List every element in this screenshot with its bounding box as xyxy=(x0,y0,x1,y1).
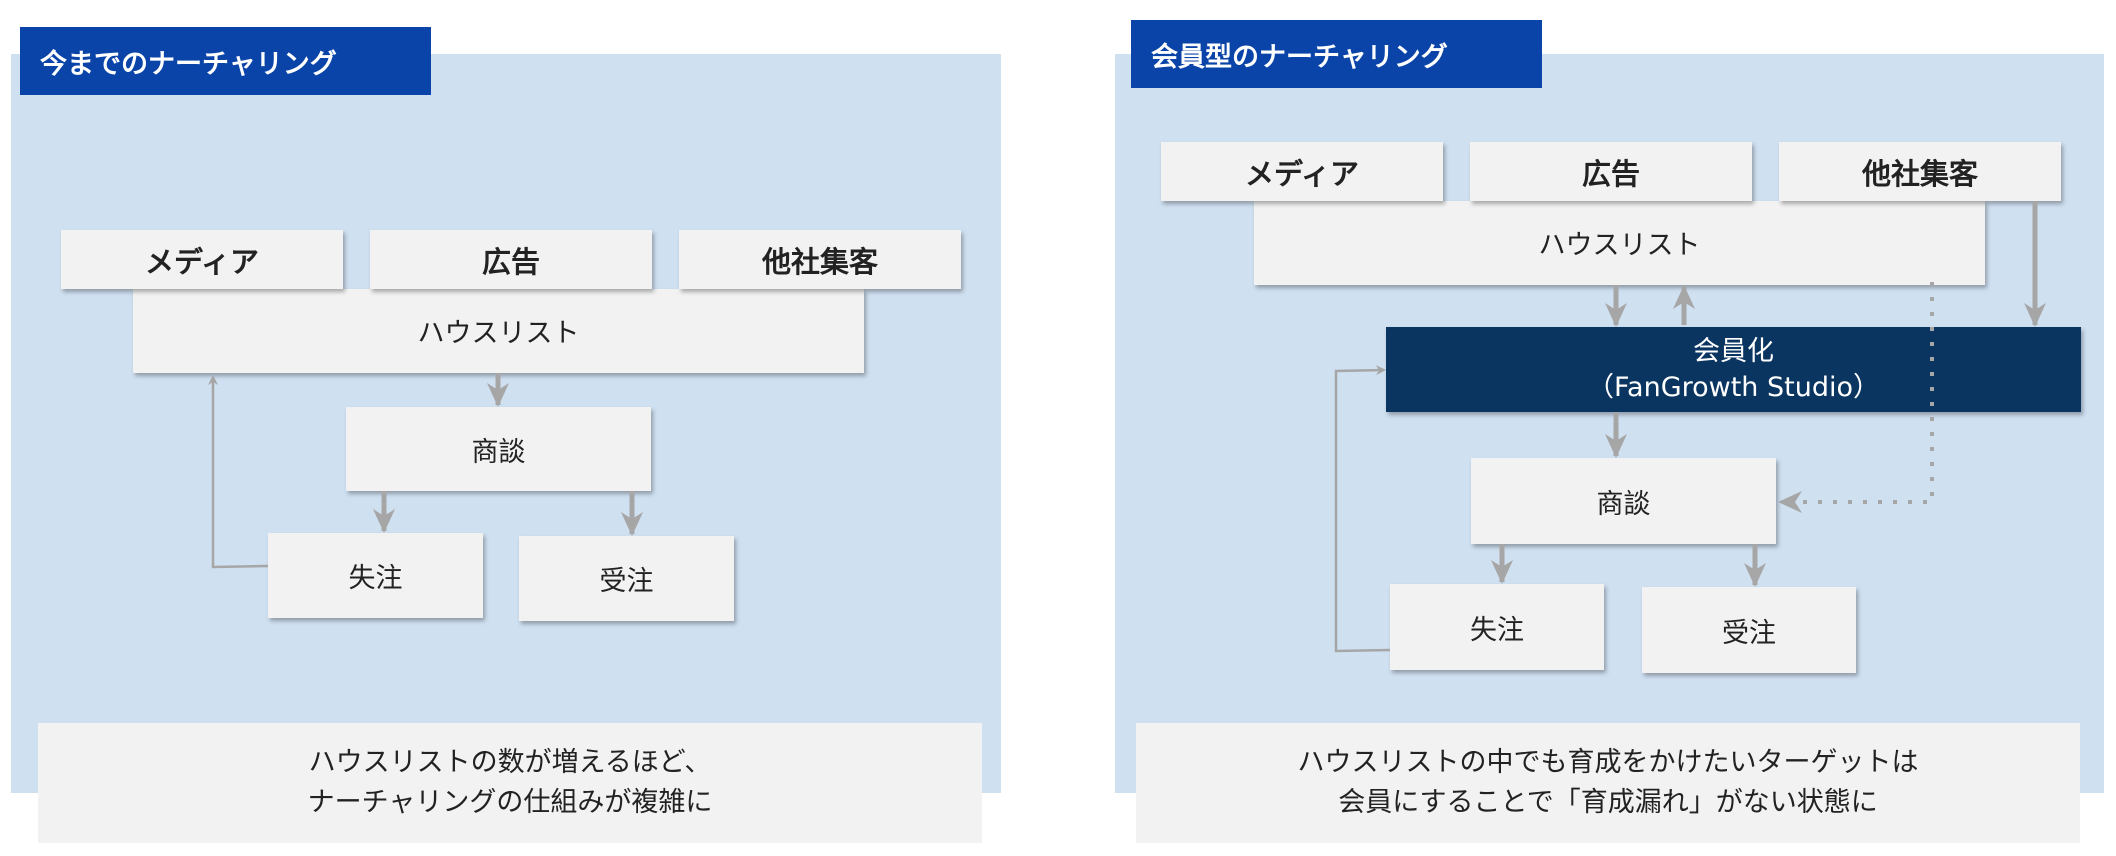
left-negotiation: 商談 xyxy=(346,407,651,491)
right-note-line2: 会員にすることで「育成漏れ」がない状態に xyxy=(1338,787,1878,818)
right-won: 受注 xyxy=(1642,587,1856,673)
left-source-partners: 他社集客 xyxy=(679,230,961,289)
right-house-list: ハウスリスト xyxy=(1254,201,1985,285)
membership-product: （FanGrowth Studio） xyxy=(1586,371,1881,403)
right-note-line1: ハウスリストの中でも育成をかけたいターゲットは xyxy=(1297,747,1919,778)
arrow-left-lost-feedback xyxy=(208,375,269,569)
right-source-partners: 他社集客 xyxy=(1779,142,2061,201)
right-source-media: メディア xyxy=(1161,142,1443,201)
membership-label: 会員化 xyxy=(1693,335,1774,367)
right-note: ハウスリストの中でも育成をかけたいターゲットは 会員にすることで「育成漏れ」がな… xyxy=(1136,723,2080,843)
right-negotiation: 商談 xyxy=(1471,458,1776,544)
right-lost: 失注 xyxy=(1390,584,1604,670)
left-note: ハウスリストの数が増えるほど、 ナーチャリングの仕組みが複雑に xyxy=(38,723,982,843)
arrow-right-lost-feedback xyxy=(1334,365,1391,653)
arrow-right-dotted-house-to-negotiation xyxy=(1778,282,1934,513)
left-note-line2: ナーチャリングの仕組みが複雑に xyxy=(307,787,713,818)
left-title: 今までのナーチャリング xyxy=(20,27,431,95)
left-note-line1: ハウスリストの数が増えるほど、 xyxy=(308,747,712,778)
left-won: 受注 xyxy=(519,536,734,621)
left-house-list: ハウスリスト xyxy=(133,289,864,373)
left-source-ads: 広告 xyxy=(370,230,652,289)
right-source-ads: 広告 xyxy=(1470,142,1752,201)
right-membership: 会員化 （FanGrowth Studio） xyxy=(1386,327,2081,412)
right-title: 会員型のナーチャリング xyxy=(1131,20,1542,88)
left-lost: 失注 xyxy=(268,533,483,618)
left-source-media: メディア xyxy=(61,230,343,289)
